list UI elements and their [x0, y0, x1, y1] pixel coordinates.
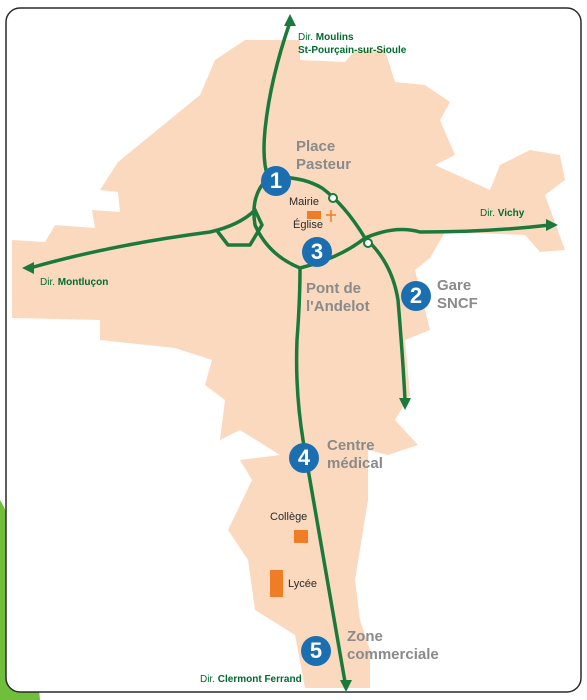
marker-4: 4 — [289, 443, 319, 473]
marker-1: 1 — [261, 166, 291, 196]
direction-south-label: Dir. Clermont Ferrand — [200, 674, 302, 685]
gare-sncf-label: Gare SNCF — [437, 277, 478, 312]
cross-icon — [326, 210, 336, 222]
arrow-south — [340, 680, 352, 692]
centre-medical-label: Centre médical — [327, 437, 383, 472]
road-west-branch — [216, 208, 264, 247]
ring-road — [252, 175, 367, 270]
mairie-building — [307, 211, 321, 219]
road-west — [28, 208, 257, 270]
marker-5: 5 — [301, 636, 331, 666]
college-label: Collège — [270, 511, 308, 523]
town-area — [12, 40, 565, 688]
mairie-label: Mairie — [289, 196, 319, 208]
direction-north-label: Dir. Moulins St-Pourçain-sur-Sioule — [298, 32, 407, 56]
zone-commerciale-label: Zone commerciale — [347, 628, 439, 663]
road-east — [363, 223, 552, 240]
arrow-north — [284, 14, 296, 26]
road-network — [28, 20, 552, 684]
roundabout-icon — [363, 238, 373, 248]
arrow-east — [546, 219, 558, 231]
roundabout-icon — [328, 193, 338, 203]
lycee-building — [270, 570, 283, 597]
marker-2: 2 — [401, 281, 431, 311]
arrow-west — [22, 262, 34, 274]
arrow-south-east — [399, 398, 411, 410]
road-south-east — [363, 236, 407, 402]
lycee-label: Lycée — [288, 578, 317, 590]
college-building — [294, 530, 308, 543]
direction-arrows — [22, 14, 558, 692]
marker-3: 3 — [302, 237, 332, 267]
direction-east-label: Dir. Vichy — [480, 208, 525, 219]
eglise-label: Église — [293, 219, 323, 231]
place-pasteur-label: Place Pasteur — [296, 138, 352, 173]
road-center — [294, 266, 347, 684]
pont-andelot-label: Pont de l'Andelot — [306, 280, 370, 315]
road-north — [262, 20, 292, 180]
direction-west-label: Dir. Montluçon — [40, 277, 109, 288]
